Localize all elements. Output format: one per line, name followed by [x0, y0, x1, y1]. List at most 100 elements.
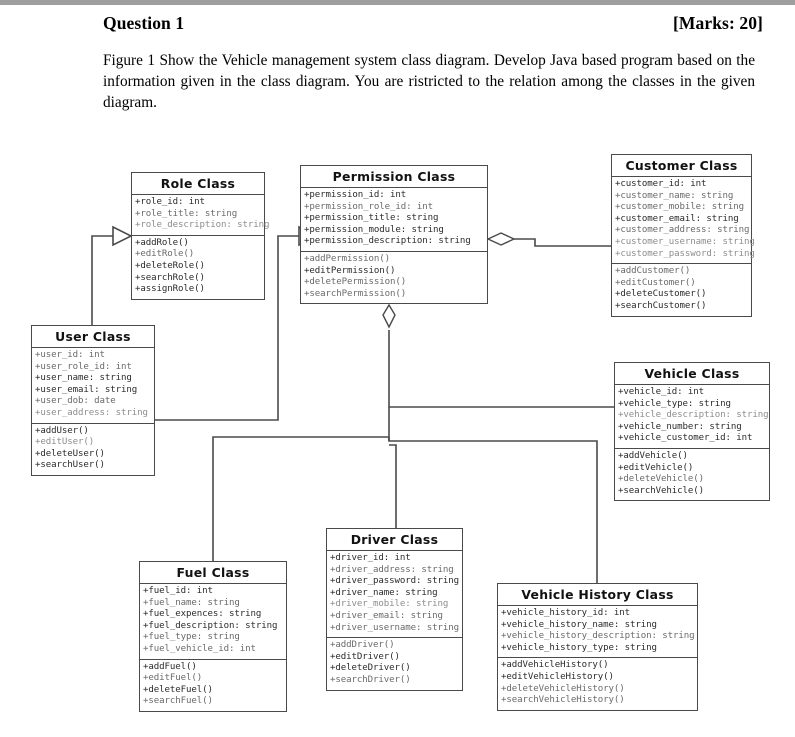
uml-method: +searchCustomer(): [615, 300, 707, 311]
uml-method: +deleteVehicleHistory(): [501, 683, 625, 694]
uml-attribute: +vehicle_history_id: int: [501, 608, 630, 618]
uml-attribute: +driver_username: string: [330, 622, 459, 633]
uml-attributes: +user_id: int +user_role_id: int +user_n…: [32, 348, 154, 424]
question-paragraph: Figure 1 Show the Vehicle management sys…: [103, 52, 755, 111]
uml-connectors: [91, 225, 614, 585]
marks-label: [Marks: 20]: [672, 13, 763, 33]
uml-attribute: +permission_title: string: [304, 213, 439, 224]
arrowhead-diamond-customer: [486, 232, 516, 246]
uml-attributes: +role_id: int +role_title: string +role_…: [132, 195, 270, 236]
uml-attribute: +role_title: string: [135, 208, 238, 219]
uml-method: +addPermission(): [304, 253, 390, 264]
edge-user-role: [91, 235, 113, 349]
uml-attribute: +permission_role_id: int: [304, 201, 433, 212]
uml-attribute: +vehicle_customer_id: int: [618, 433, 753, 444]
uml-class-title: Fuel Class: [140, 562, 286, 584]
uml-method: +addDriver(): [330, 640, 395, 651]
uml-class-user[interactable]: User Class +user_id: int +user_role_id: …: [31, 325, 155, 476]
uml-class-title: Permission Class: [301, 166, 487, 188]
uml-class-title: Customer Class: [612, 155, 751, 177]
uml-method: +deleteCustomer(): [615, 289, 707, 300]
uml-method: +assignRole(): [135, 284, 205, 295]
arrowhead-diamond-permission-bottom: [382, 303, 396, 329]
uml-attribute: +role_description: string: [135, 220, 270, 231]
uml-attribute: +customer_email: string: [615, 213, 739, 224]
uml-attribute: +vehicle_history_description: string: [501, 631, 695, 642]
uml-methods: +addVehicle() +editVehicle() +deleteVehi…: [615, 449, 769, 500]
uml-class-driver[interactable]: Driver Class +driver_id: int +driver_add…: [326, 528, 463, 691]
uml-class-fuel[interactable]: Fuel Class +fuel_id: int +fuel_name: str…: [139, 561, 287, 712]
uml-methods: +addVehicleHistory() +editVehicleHistory…: [498, 658, 697, 709]
uml-method: +editUser(): [35, 437, 95, 448]
uml-class-customer[interactable]: Customer Class +customer_id: int +custom…: [611, 154, 755, 317]
uml-attribute: +customer_address: string: [615, 225, 750, 236]
uml-class-title: Driver Class: [327, 529, 462, 551]
uml-methods: +addCustomer() +editCustomer() +deleteCu…: [612, 264, 751, 315]
question-title-row: Question 1 [Marks: 20]: [103, 13, 763, 34]
uml-attribute: +customer_username: string: [615, 236, 755, 247]
uml-attribute: +driver_name: string: [330, 587, 438, 598]
uml-attribute: +fuel_vehicle_id: int: [143, 643, 256, 654]
uml-method: +searchPermission(): [304, 288, 407, 299]
uml-method: +deleteUser(): [35, 448, 105, 459]
uml-attribute: +fuel_expences: string: [143, 609, 262, 620]
uml-methods: +addRole() +editRole() +deleteRole() +se…: [132, 236, 264, 299]
uml-attribute: +permission_module: string: [304, 224, 444, 235]
uml-attribute: +driver_password: string: [330, 576, 459, 587]
uml-attribute: +fuel_description: string: [143, 620, 278, 631]
uml-attributes: +driver_id: int +driver_address: string …: [327, 551, 462, 639]
uml-attribute: +permission_id: int: [304, 190, 407, 200]
uml-class-title: Role Class: [132, 173, 264, 195]
uml-method: +searchUser(): [35, 460, 105, 471]
uml-attribute: +vehicle_history_type: string: [501, 642, 657, 653]
uml-methods: +addPermission() +editPermission() +dele…: [301, 252, 487, 303]
edge-permission-vehicle-history: [388, 410, 598, 585]
question-header: Question 1 [Marks: 20] Figure 1 Show the…: [103, 13, 763, 113]
uml-class-vehicle[interactable]: Vehicle Class +vehicle_id: int +vehicle_…: [614, 362, 770, 502]
uml-class-permission[interactable]: Permission Class +permission_id: int +pe…: [300, 165, 488, 305]
uml-methods: +addFuel() +editFuel() +deleteFuel() +se…: [140, 660, 286, 711]
uml-attribute: +user_address: string: [35, 407, 148, 418]
uml-class-vehicle-history[interactable]: Vehicle History Class +vehicle_history_i…: [497, 583, 698, 711]
uml-method: +searchFuel(): [143, 696, 213, 707]
uml-attributes: +fuel_id: int +fuel_name: string +fuel_e…: [140, 584, 286, 660]
uml-methods: +addDriver() +editDriver() +deleteDriver…: [327, 638, 462, 689]
uml-method: +addRole(): [135, 237, 189, 248]
uml-attribute: +user_id: int: [35, 350, 105, 360]
edge-user-permission: [155, 235, 299, 421]
uml-method: +editVehicleHistory(): [501, 671, 614, 682]
uml-attribute: +driver_address: string: [330, 564, 454, 575]
uml-attribute: +driver_mobile: string: [330, 599, 449, 610]
uml-method: +editRole(): [135, 249, 195, 260]
uml-attribute: +user_email: string: [35, 384, 138, 395]
uml-attribute: +user_role_id: int: [35, 361, 132, 372]
uml-attribute: +vehicle_description: string: [618, 410, 769, 421]
window-top-bar: [0, 0, 795, 5]
uml-attribute: +fuel_id: int: [143, 586, 213, 596]
uml-attribute: +driver_id: int: [330, 553, 411, 563]
uml-method: +addFuel(): [143, 661, 197, 672]
uml-method: +deleteDriver(): [330, 663, 411, 674]
edge-permission-fuel: [212, 436, 390, 562]
uml-class-title: Vehicle Class: [615, 363, 769, 385]
uml-attribute: +customer_id: int: [615, 179, 707, 189]
uml-attribute: +vehicle_history_name: string: [501, 619, 657, 630]
uml-attribute: +fuel_type: string: [143, 632, 240, 643]
uml-methods: +addUser() +editUser() +deleteUser() +se…: [32, 424, 154, 475]
uml-method: +searchVehicleHistory(): [501, 695, 625, 706]
uml-method: +searchVehicle(): [618, 485, 704, 496]
page-title: Question 1: [103, 13, 185, 33]
edge-permission-vehicle: [388, 330, 614, 408]
uml-attribute: +driver_email: string: [330, 610, 443, 621]
uml-method: +editDriver(): [330, 651, 400, 662]
arrowhead-triangle-role: [112, 225, 133, 247]
uml-attribute: +user_name: string: [35, 373, 132, 384]
uml-class-role[interactable]: Role Class +role_id: int +role_title: st…: [131, 172, 270, 300]
uml-attribute: +user_dob: date: [35, 396, 116, 407]
uml-attribute: +customer_password: string: [615, 248, 755, 259]
uml-attributes: +permission_id: int +permission_role_id:…: [301, 188, 487, 252]
document-sheet: Question 1 [Marks: 20] Figure 1 Show the…: [0, 5, 795, 732]
uml-attributes: +vehicle_id: int +vehicle_type: string +…: [615, 385, 769, 449]
uml-method: +deleteRole(): [135, 260, 205, 271]
uml-class-title: User Class: [32, 326, 154, 348]
